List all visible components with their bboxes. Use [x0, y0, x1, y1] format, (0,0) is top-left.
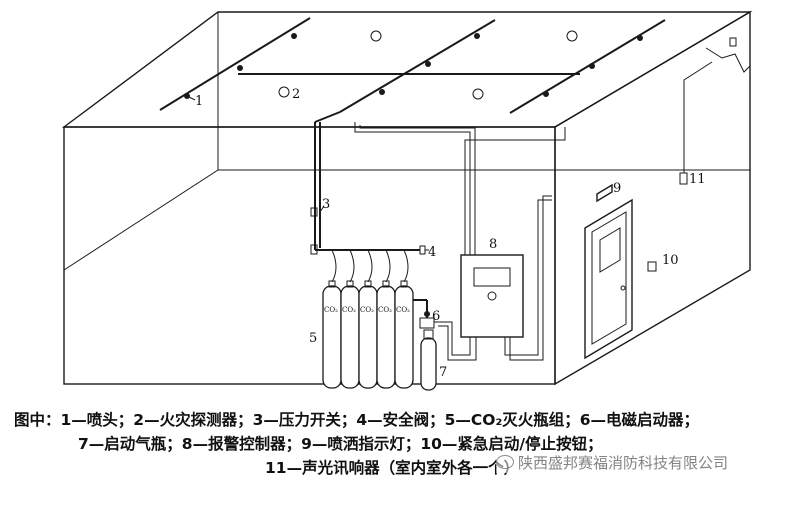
label-11: 11	[689, 172, 706, 187]
co2-label-2: CO₂	[342, 306, 356, 314]
right-wall-devices	[584, 37, 737, 360]
co2-cylinders	[322, 249, 414, 389]
caption-line-1: 图中：1—喷头；2—火灾探测器；3—压力开关；4—安全阀；5—CO₂灭火瓶组；6…	[14, 411, 700, 429]
caption-line-3: 11—声光讯响器（室内室外各一个）	[265, 459, 520, 477]
co2-system-diagram: CO₂ CO₂ CO₂ CO₂ CO₂	[61, 10, 753, 391]
wechat-icon	[496, 455, 514, 469]
figure-caption: 图中：1—喷头；2—火灾探测器；3—压力开关；4—安全阀；5—CO₂灭火瓶组；6…	[0, 408, 792, 505]
co2-label-4: CO₂	[378, 306, 392, 314]
label-6: 6	[432, 309, 440, 324]
label-3: 3	[322, 197, 330, 212]
callout-numbers: 1 2 3 4 5 6 7 8 9 10 11	[195, 87, 706, 380]
caption-line-2: 7—启动气瓶；8—报警控制器；9—喷洒指示灯；10—紧急启动/停止按钮；	[78, 435, 603, 453]
room-outline	[61, 10, 753, 386]
co2-labels: CO₂ CO₂ CO₂ CO₂ CO₂	[324, 306, 410, 314]
label-9: 9	[613, 181, 621, 196]
watermark: 陕西盛邦赛福消防科技有限公司	[496, 452, 729, 473]
label-8: 8	[489, 237, 497, 252]
label-2: 2	[292, 87, 300, 102]
label-7: 7	[439, 365, 447, 380]
wiring	[354, 122, 566, 361]
co2-label-3: CO₂	[360, 306, 374, 314]
co2-label-1: CO₂	[324, 306, 338, 314]
watermark-text: 陕西盛邦赛福消防科技有限公司	[518, 454, 729, 472]
label-4: 4	[428, 245, 436, 260]
fire-detectors	[278, 30, 578, 100]
label-10: 10	[662, 253, 679, 268]
label-1: 1	[195, 94, 203, 109]
supply-pipe	[310, 122, 321, 250]
label-5: 5	[309, 331, 317, 346]
co2-label-5: CO₂	[396, 306, 410, 314]
pilot-cylinder	[413, 299, 437, 391]
alarm-controller	[460, 254, 524, 338]
sprinkler-heads	[184, 33, 643, 99]
manifold	[310, 244, 426, 255]
leader-lines	[186, 95, 429, 251]
